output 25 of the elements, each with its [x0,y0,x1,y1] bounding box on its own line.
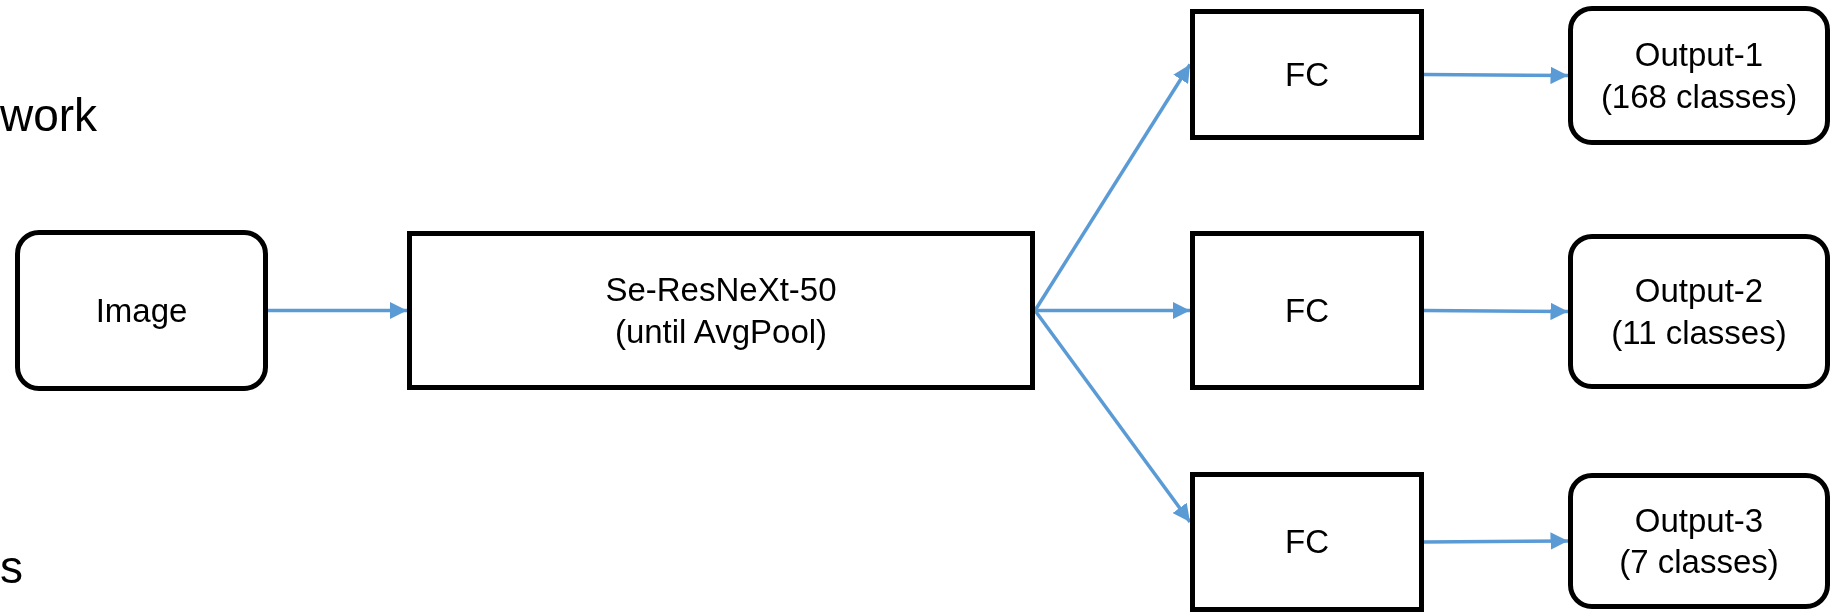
process-box [1568,234,1830,389]
process-box [1568,473,1830,609]
node-label: Output-2 (11 classes) [1611,271,1787,353]
process-box [1190,231,1424,390]
node-label: Output-3 (7 classes) [1619,500,1779,582]
input-box [15,230,268,391]
process-box [1190,9,1424,140]
process-box [1190,472,1424,612]
node-label: FC [1285,54,1329,95]
arrow [1424,532,1568,550]
arrow [1424,66,1568,85]
partial-text: work [0,88,98,142]
node-label: Image [95,290,188,331]
arrow [1035,301,1190,320]
process-box [407,231,1035,390]
partial-text: s [0,540,23,594]
arrow [268,301,407,320]
arrow [1033,63,1192,312]
node-label: Output-1 (168 classes) [1600,35,1798,117]
node-label: FC [1285,522,1329,563]
arrow [1033,309,1192,524]
node-label: Se-ResNeXt-50 (until AvgPool) [605,270,837,352]
arrow [1424,302,1568,321]
node-label: FC [1285,290,1329,331]
process-box [1568,6,1830,145]
